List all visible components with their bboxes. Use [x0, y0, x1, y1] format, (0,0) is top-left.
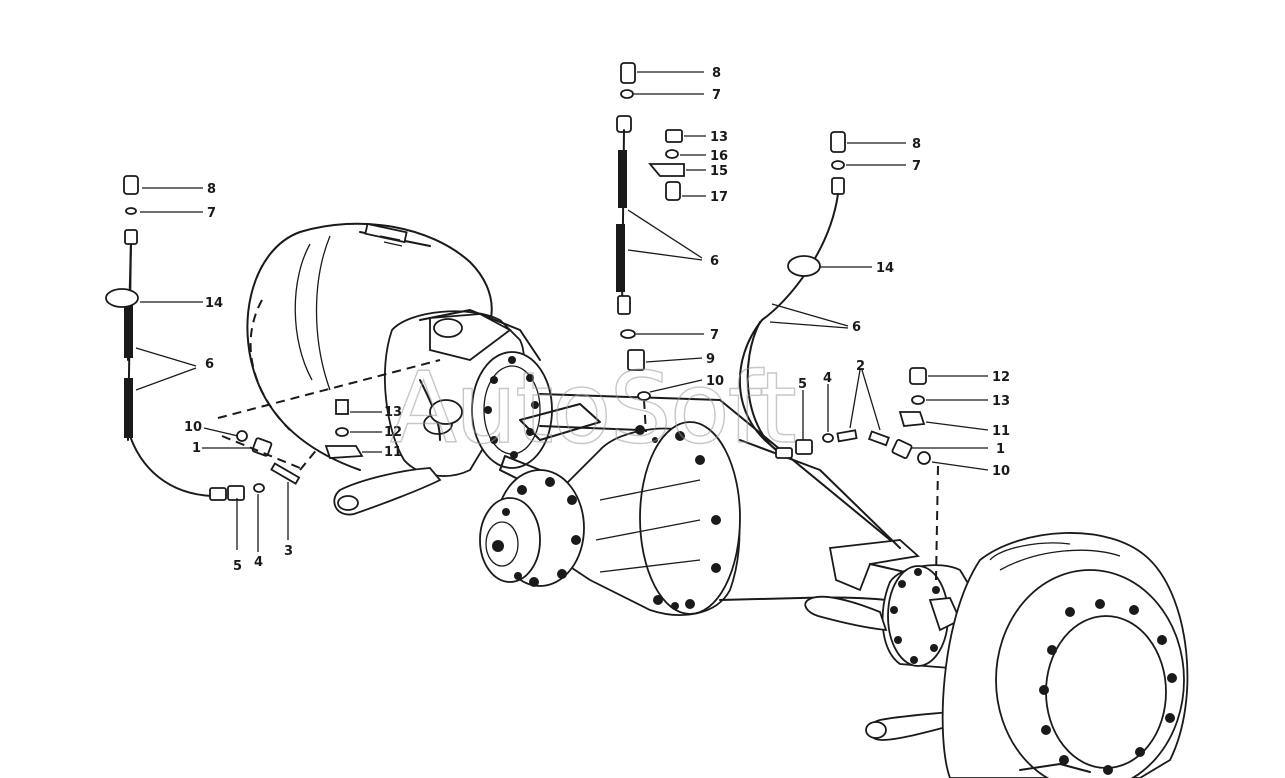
right-brake-line [738, 131, 939, 581]
left-brake-line [105, 175, 441, 501]
callout-left-1: 1 [192, 441, 201, 456]
right-brake-drum [941, 532, 1189, 778]
callout-left-12: 12 [384, 425, 402, 440]
callout-left-14: 14 [205, 296, 223, 311]
callout-left-6: 6 [205, 357, 214, 372]
leader-lines [135, 71, 989, 552]
callout-right-14: 14 [876, 261, 894, 276]
callout-left-8: 8 [207, 182, 216, 197]
callout-right-7: 7 [912, 159, 921, 174]
callout-right-12: 12 [992, 370, 1010, 385]
callout-right-6: 6 [852, 320, 861, 335]
callout-center-9: 9 [706, 352, 715, 367]
callout-right-10: 10 [992, 464, 1010, 479]
center-brake-line [616, 62, 685, 433]
differential-housing [479, 421, 931, 616]
axle-tube [471, 351, 941, 592]
callout-left-10: 10 [184, 420, 202, 435]
callout-center-7b: 7 [710, 328, 719, 343]
callout-center-6: 6 [710, 254, 719, 269]
callout-center-10: 10 [706, 374, 724, 389]
callout-right-13: 13 [992, 394, 1010, 409]
callout-right-2: 2 [856, 359, 865, 374]
callout-left-4: 4 [254, 555, 263, 570]
callout-right-5: 5 [798, 377, 807, 392]
callout-labels: 8 7 14 6 10 1 13 12 11 5 4 3 8 7 13 16 1… [184, 66, 1010, 574]
callout-left-7: 7 [207, 206, 216, 221]
callout-center-8: 8 [712, 66, 721, 81]
autosoft-watermark: AutoSoft [390, 352, 795, 466]
callout-center-13: 13 [710, 130, 728, 145]
right-wheel-hub [804, 564, 982, 741]
callout-left-13: 13 [384, 405, 402, 420]
callout-center-15: 15 [710, 164, 728, 179]
callout-right-11: 11 [992, 424, 1010, 439]
callout-center-17: 17 [710, 190, 728, 205]
callout-center-7: 7 [712, 88, 721, 103]
callout-right-8: 8 [912, 137, 921, 152]
callout-right-1: 1 [996, 442, 1005, 457]
callout-left-3: 3 [284, 544, 293, 559]
callout-left-5: 5 [233, 559, 242, 574]
callout-center-16: 16 [710, 149, 728, 164]
callout-left-11: 11 [384, 445, 402, 460]
callout-right-4: 4 [823, 371, 832, 386]
